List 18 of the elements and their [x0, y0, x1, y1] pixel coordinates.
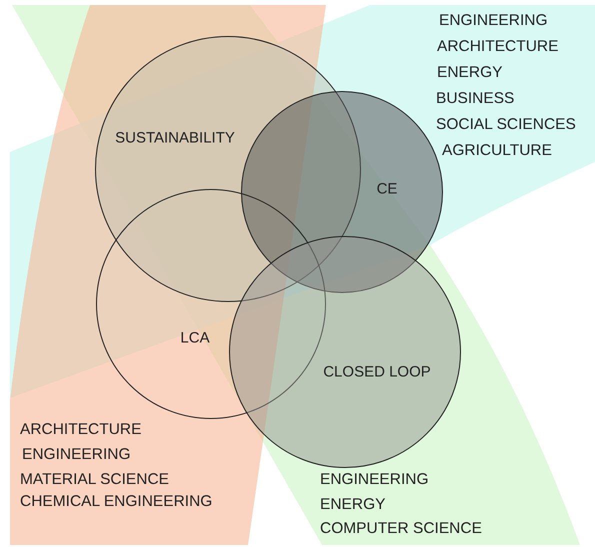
discipline-label: SOCIAL SCIENCES — [436, 116, 576, 134]
circle-label: CE — [376, 180, 398, 198]
circle-label: LCA — [180, 330, 210, 346]
discipline-label: ENGINEERING — [320, 471, 429, 489]
discipline-label: MATERIAL SCIENCE — [20, 471, 169, 489]
discipline-label: ARCHITECTURE — [437, 38, 558, 56]
discipline-label: AGRICULTURE — [442, 142, 552, 160]
venn-circle — [96, 189, 326, 419]
discipline-label: ARCHITECTURE — [20, 421, 142, 439]
circle-label: SUSTAINABILITY — [115, 130, 235, 146]
discipline-label: COMPUTER SCIENCE — [320, 520, 482, 538]
discipline-label: ENERGY — [437, 64, 502, 82]
circle-label: CLOSED LOOP — [323, 364, 431, 380]
discipline-label: BUSINESS — [436, 90, 514, 108]
discipline-label: CHEMICAL ENGINEERING — [20, 493, 212, 511]
discipline-label: ENERGY — [320, 496, 386, 514]
discipline-label: ENGINEERING — [22, 446, 131, 464]
discipline-label: ENGINEERING — [439, 12, 548, 30]
